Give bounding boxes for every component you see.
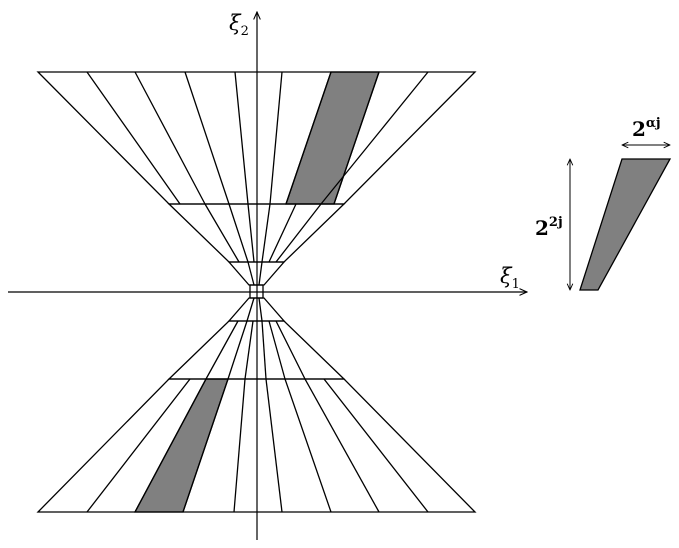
upper-shaded-wedge <box>285 71 380 205</box>
width-label: 2αj <box>632 116 661 141</box>
lower-cone <box>36 297 477 513</box>
height-label: 22j <box>535 215 563 240</box>
lower-large-band-rays <box>86 378 429 513</box>
vertical-axis-label: ξ2 <box>229 11 249 39</box>
lower-small-band-rays <box>246 297 263 322</box>
wedge-detail: 22j 2αj <box>535 116 672 291</box>
lower-middle-band-rays <box>205 320 306 380</box>
upper-small-trapezoid <box>227 261 286 286</box>
axes <box>8 12 527 540</box>
detail-shaded-wedge <box>579 158 672 291</box>
horizontal-axis-label: ξ1 <box>500 264 520 292</box>
upper-middle-band-rays <box>204 203 322 263</box>
upper-large-band-rays <box>86 71 429 205</box>
upper-small-band-rays <box>247 261 263 286</box>
upper-cone <box>36 71 477 286</box>
